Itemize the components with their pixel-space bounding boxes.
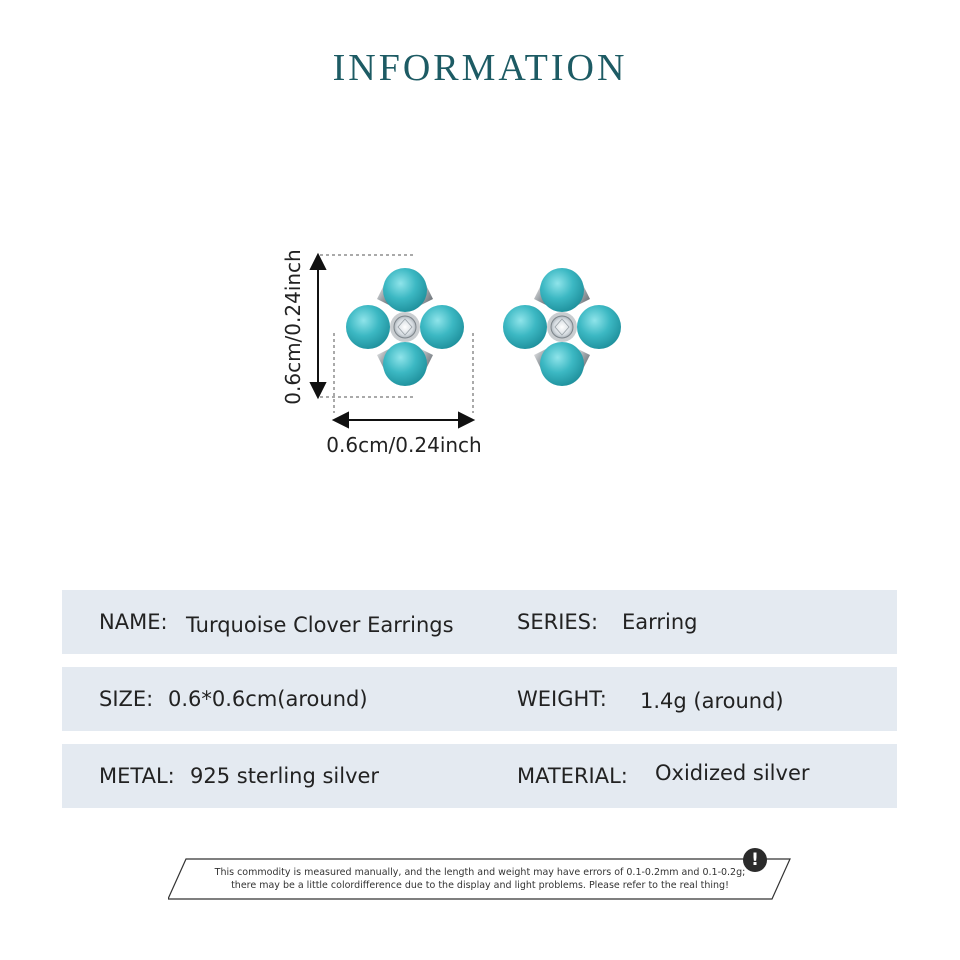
width-arrow [331,411,476,429]
spec-row-name: NAME: Turquoise Clover Earrings SERIES: … [62,590,897,654]
series-label: SERIES: [517,610,599,634]
disclaimer-line-2: there may be a little colordifference du… [231,880,729,891]
height-arrow [309,252,327,400]
earring-left [346,268,464,386]
material-label: MATERIAL: [517,764,628,788]
dimension-guides [320,254,474,413]
size-label: SIZE: [99,687,154,711]
metal-value: 925 sterling silver [190,764,380,788]
height-dimension-label: 0.6cm/0.24inch [281,249,305,404]
name-value: Turquoise Clover Earrings [186,613,454,637]
weight-value: 1.4g (around) [640,689,784,713]
earring-right [503,268,621,386]
size-value: 0.6*0.6cm(around) [168,687,368,711]
product-illustration: 0.6cm/0.24inch 0.6cm/0.24inch [270,235,650,475]
spec-row-metal: METAL: 925 sterling silver MATERIAL: Oxi… [62,744,897,808]
disclaimer-line-1: This commodity is measured manually, and… [214,867,746,878]
material-value: Oxidized silver [655,761,810,785]
exclamation-icon: ! [743,848,767,872]
series-value: Earring [622,610,698,634]
metal-label: METAL: [99,764,175,788]
weight-label: WEIGHT: [517,687,607,711]
name-label: NAME: [99,610,168,634]
width-dimension-label: 0.6cm/0.24inch [326,433,481,457]
spec-row-size: SIZE: 0.6*0.6cm(around) WEIGHT: 1.4g (ar… [62,667,897,731]
page-title: INFORMATION [332,47,628,89]
disclaimer-banner: This commodity is measured manually, and… [168,856,792,902]
